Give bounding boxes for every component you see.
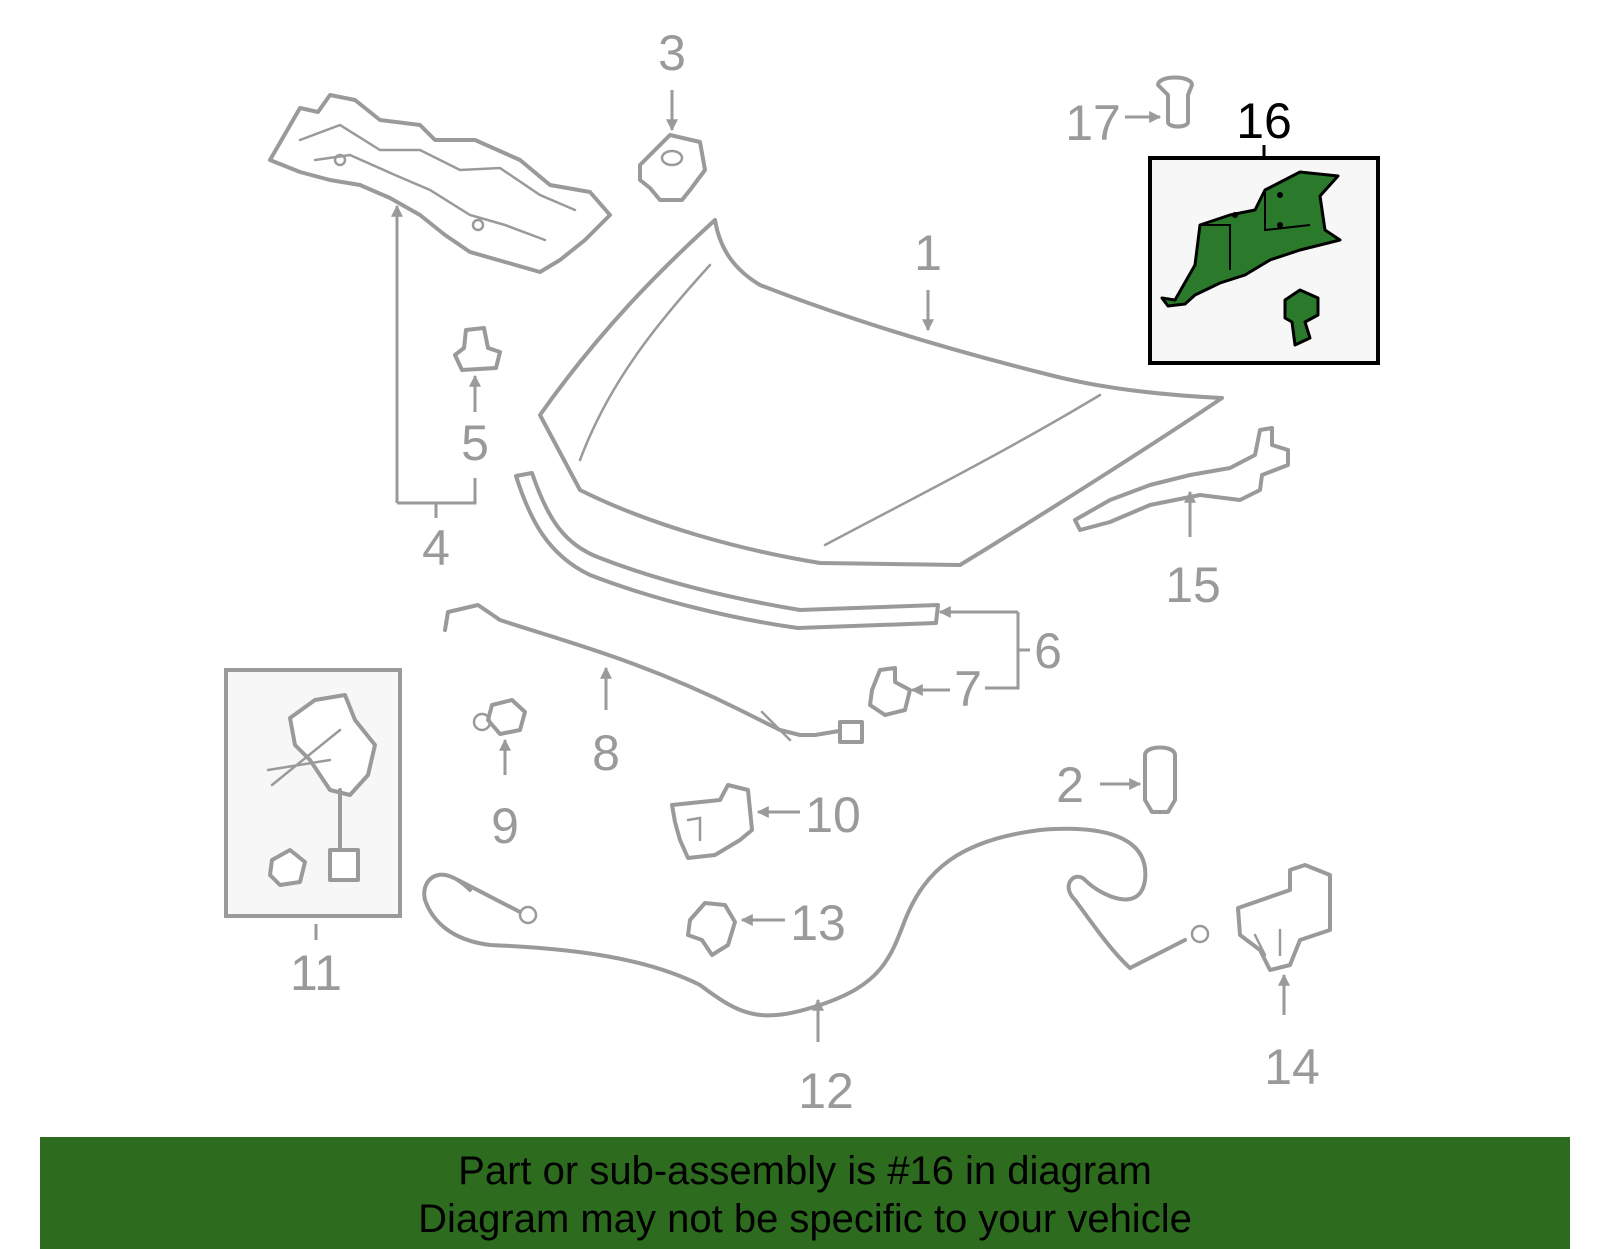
label-7: 7 <box>954 661 982 717</box>
label-17: 17 <box>1065 95 1121 151</box>
hood-part-1[interactable] <box>538 218 1224 567</box>
label-9: 9 <box>491 798 519 854</box>
label-13: 13 <box>790 895 846 951</box>
stay-rod-part-8[interactable] <box>443 603 864 744</box>
seal-part-15[interactable] <box>1073 426 1290 537</box>
label-8: 8 <box>592 725 620 781</box>
bumper-part-3[interactable] <box>638 90 707 202</box>
label-15: 15 <box>1165 557 1221 613</box>
plug-part-17[interactable] <box>1125 75 1194 129</box>
clip-part-13[interactable] <box>686 901 785 957</box>
label-5: 5 <box>461 415 489 471</box>
label-4: 4 <box>422 520 450 576</box>
cable-part-12[interactable] <box>422 826 1210 1042</box>
latch-part-10[interactable] <box>670 783 800 860</box>
leader-4 <box>391 204 477 518</box>
label-10: 10 <box>805 787 861 843</box>
label-14: 14 <box>1264 1039 1320 1095</box>
banner-line-2: Diagram may not be specific to your vehi… <box>418 1197 1192 1241</box>
info-banner: Part or sub-assembly is #16 in diagram D… <box>40 1137 1570 1249</box>
label-2: 2 <box>1056 757 1084 813</box>
bracket-part-14[interactable] <box>1236 863 1332 1015</box>
label-3: 3 <box>658 25 686 81</box>
label-6: 6 <box>1034 623 1062 679</box>
weatherstrip-part-6[interactable] <box>514 471 1030 690</box>
label-1: 1 <box>914 225 942 281</box>
clip-part-5[interactable] <box>453 326 502 412</box>
label-12: 12 <box>798 1063 854 1119</box>
inset-part-16[interactable] <box>1148 145 1380 365</box>
label-11: 11 <box>290 945 342 1001</box>
inset-part-11[interactable] <box>224 668 402 940</box>
damper-part-2[interactable] <box>1100 745 1177 814</box>
grommet-part-9[interactable] <box>472 698 527 775</box>
clip-part-7[interactable] <box>868 666 950 717</box>
banner-line-1: Part or sub-assembly is #16 in diagram <box>458 1149 1152 1193</box>
insulator-part-4[interactable] <box>268 93 612 274</box>
label-16: 16 <box>1236 93 1292 149</box>
